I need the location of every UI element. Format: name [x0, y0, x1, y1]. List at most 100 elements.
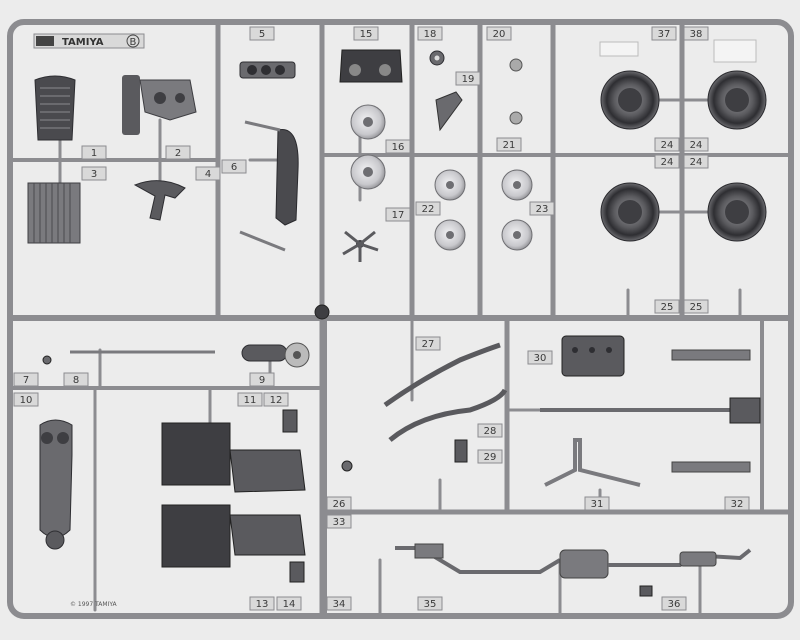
part-number-tag: 15	[353, 26, 379, 41]
part-number-tag: 17	[385, 207, 411, 222]
part-number-label: 1	[91, 148, 97, 159]
part-number-tag: 30	[527, 350, 553, 365]
part-number-label: 30	[534, 353, 547, 364]
part-number-label: 13	[256, 599, 269, 610]
part-oil-pan	[561, 335, 625, 377]
part-crossmember	[544, 438, 641, 487]
part-number-tag: 35	[417, 596, 443, 611]
part-number-tag: 6	[221, 159, 247, 174]
part-number-label: 29	[484, 452, 497, 463]
part-number-label: 20	[493, 29, 506, 40]
part-number-label: 10	[20, 395, 33, 406]
part-number-label: 31	[591, 499, 604, 510]
part-gear-shifter	[39, 419, 73, 550]
part-number-label: 5	[259, 29, 265, 40]
part-number-label: 24	[690, 157, 703, 168]
part-number-tag: 23	[529, 201, 555, 216]
sprue-letter: B	[130, 37, 137, 48]
part-number-label: 27	[422, 339, 435, 350]
part-number-tag: 12	[263, 392, 289, 407]
part-number-tag: 37	[651, 26, 677, 41]
part-number-tag: 24	[683, 137, 709, 152]
part-number-label: 28	[484, 426, 497, 437]
part-radiator-grille	[34, 75, 76, 141]
part-number-label: 34	[333, 599, 346, 610]
part-number-tag: 18	[417, 26, 443, 41]
part-number-label: 21	[503, 140, 516, 151]
part-small-brackets	[42, 304, 653, 597]
part-number-label: 24	[690, 140, 703, 151]
brand-name: TAMIYA	[62, 37, 104, 48]
part-number-label: 36	[668, 599, 681, 610]
part-number-tag: 25	[654, 299, 680, 314]
part-number-label: 38	[690, 29, 703, 40]
part-engine-cover	[339, 49, 403, 83]
part-number-label: 32	[731, 499, 744, 510]
part-number-label: 7	[23, 375, 29, 386]
part-tires	[599, 39, 767, 242]
part-number-tag: 13	[249, 596, 275, 611]
part-number-label: 37	[658, 29, 671, 40]
part-number-tag: 27	[415, 336, 441, 351]
part-number-tag: 5	[249, 26, 275, 41]
part-number-label: 16	[392, 142, 405, 153]
part-throttle-bodies	[239, 61, 296, 79]
part-number-tag: 32	[724, 496, 750, 511]
part-seat-bracket	[133, 180, 186, 221]
part-small-pulleys	[429, 50, 523, 132]
part-number-label: 33	[333, 517, 346, 528]
part-number-label: 18	[424, 29, 437, 40]
part-number-label: 15	[360, 29, 373, 40]
part-trailing-arms	[540, 349, 761, 473]
part-radiator	[27, 182, 81, 244]
part-number-label: 24	[661, 140, 674, 151]
part-number-tag: 38	[683, 26, 709, 41]
part-number-tag: 24	[654, 154, 680, 169]
part-number-label: 35	[424, 599, 437, 610]
part-exhaust-headers	[383, 342, 508, 442]
part-number-tag: 33	[326, 514, 352, 529]
part-number-label: 19	[462, 74, 475, 85]
part-number-label: 25	[661, 302, 674, 313]
part-air-filter	[241, 342, 310, 368]
part-number-label: 26	[333, 499, 346, 510]
part-number-label: 3	[91, 169, 97, 180]
part-number-tag: 36	[661, 596, 687, 611]
part-suspension-arm	[239, 120, 299, 252]
part-number-label: 24	[661, 157, 674, 168]
part-engine-block	[161, 422, 306, 568]
part-number-label: 2	[175, 148, 181, 159]
part-intake-manifold	[122, 75, 197, 135]
part-number-tag: 11	[237, 392, 263, 407]
part-number-label: 11	[244, 395, 257, 406]
part-number-label: 14	[283, 599, 296, 610]
part-number-tag: 14	[276, 596, 302, 611]
part-number-tag: 24	[654, 137, 680, 152]
part-number-tag: 10	[13, 392, 39, 407]
part-number-tag: 29	[477, 449, 503, 464]
part-number-tag: 26	[326, 496, 352, 511]
part-number-label: 12	[270, 395, 283, 406]
part-number-tag: 4	[195, 166, 221, 181]
part-number-tag: 16	[385, 139, 411, 154]
part-number-label: 22	[422, 204, 435, 215]
part-number-label: 25	[690, 302, 703, 313]
part-number-label: 8	[73, 375, 79, 386]
part-number-tag: 9	[249, 372, 275, 387]
part-number-tag: 25	[683, 299, 709, 314]
part-number-tag: 31	[584, 496, 610, 511]
part-number-label: 4	[205, 169, 211, 180]
part-number-tag: 21	[496, 137, 522, 152]
part-number-tag: 34	[326, 596, 352, 611]
tamiya-brand-tag: TAMIYA B	[33, 33, 145, 49]
part-number-tag: 1	[81, 145, 107, 160]
part-number-tag: 19	[455, 71, 481, 86]
part-number-label: 17	[392, 210, 405, 221]
part-number-tag: 20	[486, 26, 512, 41]
part-number-tag: 2	[165, 145, 191, 160]
part-number-label: 23	[536, 204, 549, 215]
part-number-label: 9	[259, 375, 265, 386]
